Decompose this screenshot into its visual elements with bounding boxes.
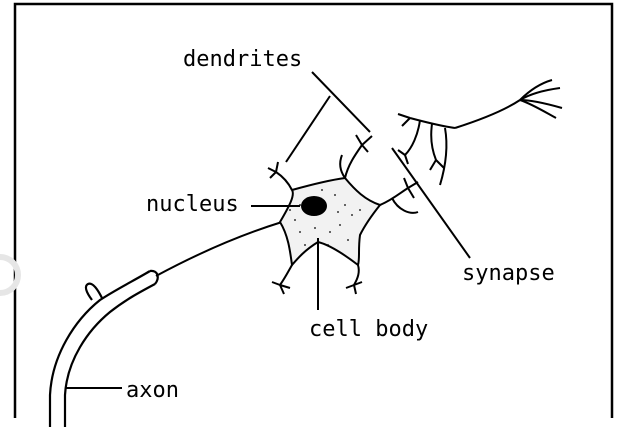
dendrites-leader-left <box>286 96 330 162</box>
label-axon: axon <box>126 378 179 403</box>
presynaptic-neuron <box>398 80 562 185</box>
axon-fiber <box>156 222 282 276</box>
label-cell-body: cell body <box>309 317 428 342</box>
label-dendrites: dendrites <box>183 47 302 72</box>
axon <box>50 271 158 427</box>
nucleus <box>301 196 327 216</box>
synapse-leader <box>392 148 470 258</box>
cell-body <box>280 178 380 265</box>
label-synapse: synapse <box>462 261 555 286</box>
watermark-mark <box>0 257 18 293</box>
label-nucleus: nucleus <box>146 192 239 217</box>
dendrites-leader-right <box>312 72 370 132</box>
